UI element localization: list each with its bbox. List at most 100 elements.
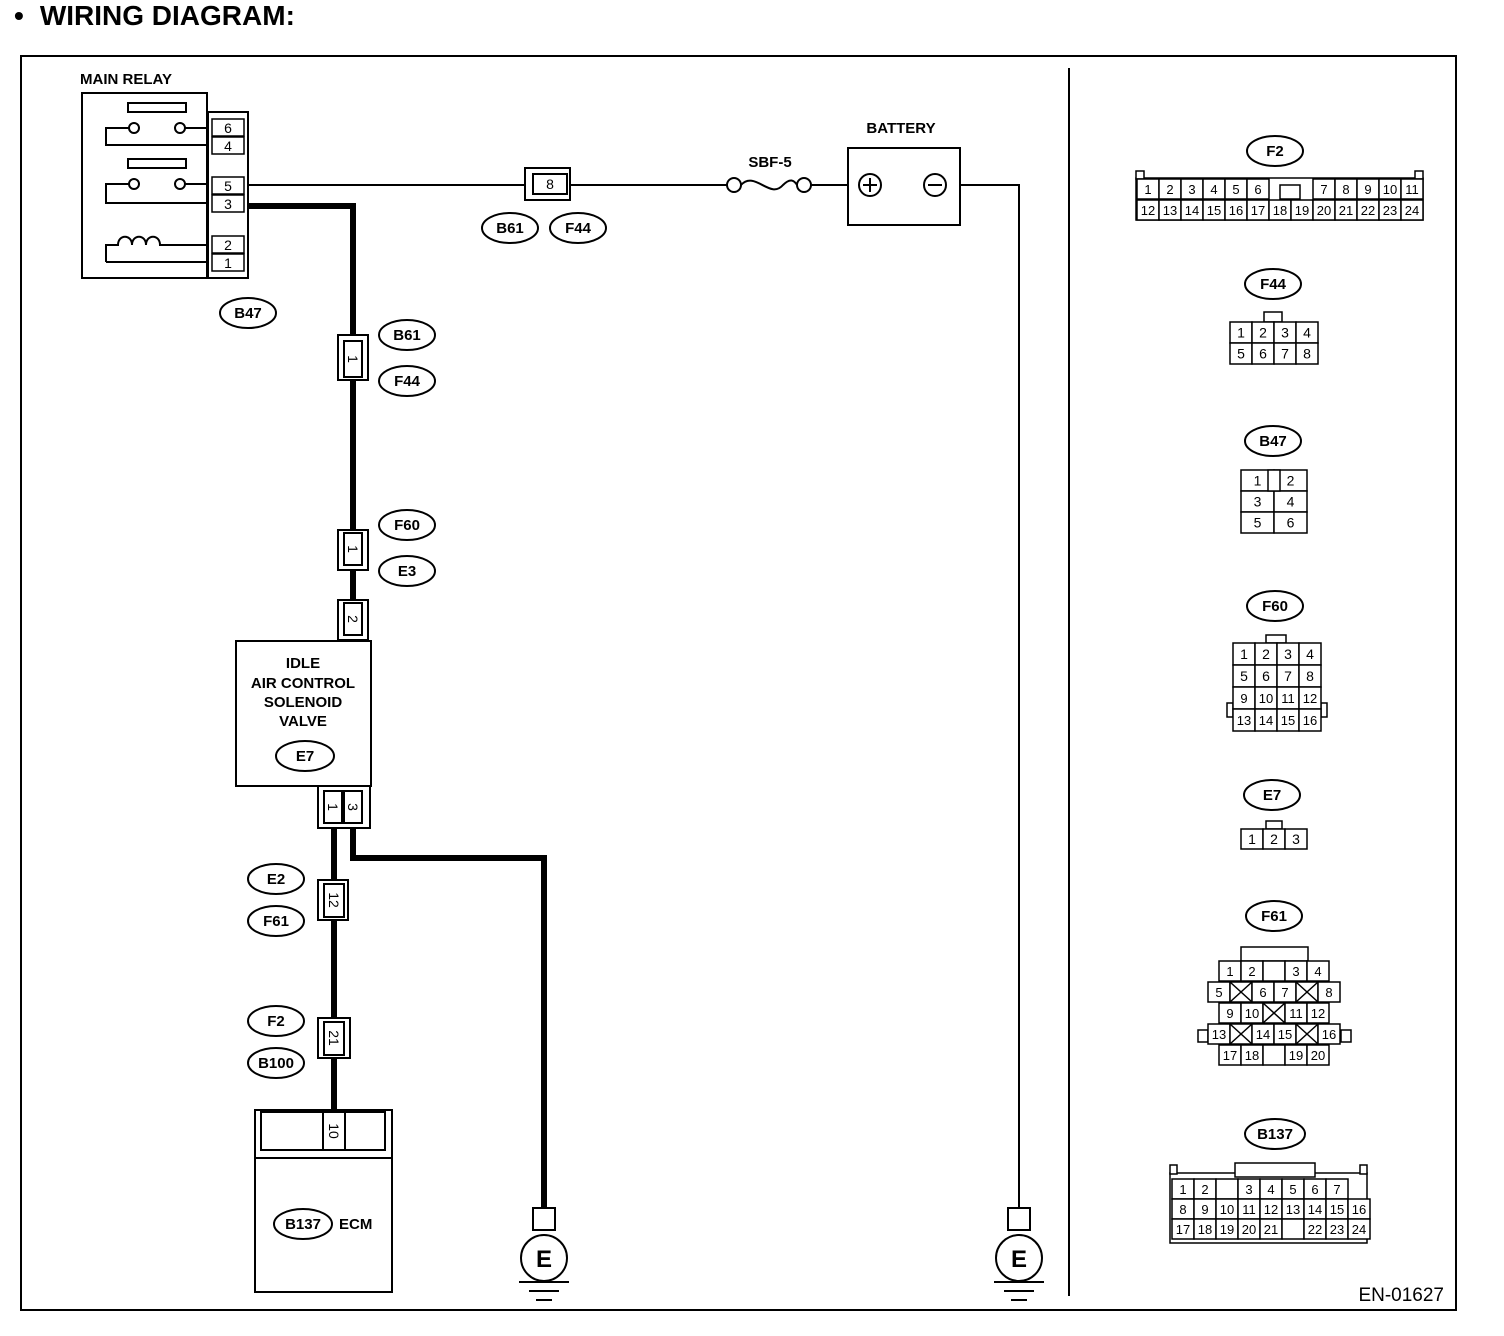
pin-number: 2 — [1270, 831, 1278, 847]
pin-number: 12 — [1264, 1202, 1278, 1217]
connector-top: 8 — [524, 167, 571, 201]
tag-text: F60 — [1262, 598, 1288, 615]
valve-output-connector: 1 3 — [317, 785, 371, 829]
fuse-terminal-left — [726, 177, 742, 193]
connector-view-b137-tag: B137 — [1244, 1118, 1306, 1150]
connector-view-f61-key — [1240, 946, 1309, 962]
connector-view-f60-lock-right — [1320, 702, 1328, 718]
valve-label-line: AIR CONTROL — [251, 675, 355, 692]
pin-number: 7 — [1320, 182, 1327, 197]
pin-number: 2 — [1287, 473, 1295, 489]
connector-view-f44-tag: F44 — [1244, 268, 1302, 300]
relay-pin-cell — [211, 176, 245, 195]
pin-number: 19 — [1220, 1222, 1234, 1237]
relay-contact-2a — [128, 178, 140, 190]
pin-number: 20 — [1242, 1222, 1256, 1237]
pin-number: 1 — [1144, 182, 1151, 197]
inline-connector-3: 12 — [317, 879, 349, 921]
pin-number: 6 — [1259, 985, 1266, 1000]
pin-cell-blank-mark — [1229, 1023, 1253, 1045]
tag-oval — [247, 863, 305, 895]
pin-number: 12 — [1311, 1006, 1325, 1021]
relay-pin-cells: 6 4 5 3 2 1 — [211, 118, 245, 272]
connector-tag-b61: B61 — [378, 319, 436, 351]
relay-pin-label: 2 — [224, 237, 232, 253]
pin-number: 16 — [1303, 713, 1317, 728]
tag-text: B47 — [234, 305, 262, 322]
pin-cell — [1400, 178, 1424, 200]
pin-number: 6 — [1287, 515, 1295, 531]
connector-tag-f44: F44 — [378, 365, 436, 397]
connector-view-e7-tag: E7 — [1243, 779, 1301, 811]
tag-oval — [219, 297, 277, 329]
tag-text: F44 — [394, 373, 421, 390]
pin-cell — [1281, 1218, 1305, 1240]
valve-output-pin-a — [323, 790, 343, 824]
pin-number: 19 — [1289, 1048, 1303, 1063]
pin-number: 6 — [1259, 346, 1267, 362]
pin-number: 4 — [1210, 182, 1217, 197]
pin-number: 4 — [1267, 1182, 1274, 1197]
main-relay-label: MAIN RELAY — [80, 71, 172, 88]
connector-view-e7-key — [1265, 820, 1283, 830]
connector-view-f2-tag: F2 — [1246, 135, 1304, 167]
connector-view-f2-ear-left — [1135, 170, 1145, 180]
pin-number: 11 — [1289, 1006, 1303, 1021]
inline-connector-4-label: 21 — [326, 1030, 342, 1046]
tag-text: F60 — [394, 517, 420, 534]
valve-label-line: IDLE — [286, 655, 320, 672]
connector-tag-e3: E3 — [378, 555, 436, 587]
pin-number: 13 — [1163, 203, 1177, 218]
pin-number: 20 — [1317, 203, 1331, 218]
connector-view-f60-tag: F60 — [1246, 590, 1304, 622]
pin-number: 15 — [1278, 1027, 1292, 1042]
pin-number: 8 — [1325, 985, 1332, 1000]
pin-number: 18 — [1245, 1048, 1259, 1063]
relay-pin-label: 1 — [224, 255, 232, 271]
pin-number: 3 — [1245, 1182, 1252, 1197]
pin-number: 22 — [1361, 203, 1375, 218]
wire-valve-pin3-to-ground — [350, 828, 547, 1208]
pin-cell-blank-mark — [1295, 1023, 1319, 1045]
tag-oval — [549, 212, 607, 244]
pin-number: 11 — [1242, 1202, 1256, 1217]
pin-number: 5 — [1232, 182, 1239, 197]
pin-cell-blank-mark — [1229, 981, 1253, 1003]
pin-number: 13 — [1212, 1027, 1226, 1042]
tag-text: E3 — [398, 563, 416, 580]
relay-pin-label: 4 — [224, 138, 232, 154]
pin-number: 17 — [1251, 203, 1265, 218]
tag-oval — [247, 1047, 305, 1079]
battery-label: BATTERY — [866, 120, 935, 137]
ground-2-terminal — [1007, 1207, 1031, 1231]
wire-battery-to-ground — [948, 184, 1020, 1208]
main-relay: MAIN RELAY 6 4 5 3 2 1 — [80, 71, 249, 279]
inline-connector-2-label: 1 — [345, 545, 361, 553]
pin-number: 9 — [1364, 182, 1371, 197]
tag-text: F44 — [1260, 276, 1287, 293]
pin-number: 1 — [1248, 831, 1256, 847]
connector-tag-b61-top: B61 — [481, 212, 539, 244]
main-relay-body — [81, 92, 208, 279]
idle-air-control-valve: IDLE AIR CONTROL SOLENOID VALVE E7 — [235, 640, 372, 787]
relay-pin-cell — [211, 194, 245, 213]
pin-number: 3 — [1292, 831, 1300, 847]
tag-oval — [378, 365, 436, 397]
connector-top-pin-label: 8 — [546, 176, 554, 192]
connector-tag-b47: B47 — [219, 297, 277, 329]
fuse-element — [740, 179, 798, 191]
pin-number: 16 — [1322, 1027, 1336, 1042]
pin-number: 10 — [1383, 182, 1397, 197]
valve-label-line: SOLENOID — [264, 694, 343, 711]
pin-number: 3 — [1254, 494, 1262, 510]
pin-number: 7 — [1281, 346, 1289, 362]
inline-connector-3-label: 12 — [326, 892, 342, 908]
ecm-pin-label: 10 — [326, 1123, 342, 1139]
pin-number: 3 — [1188, 182, 1195, 197]
